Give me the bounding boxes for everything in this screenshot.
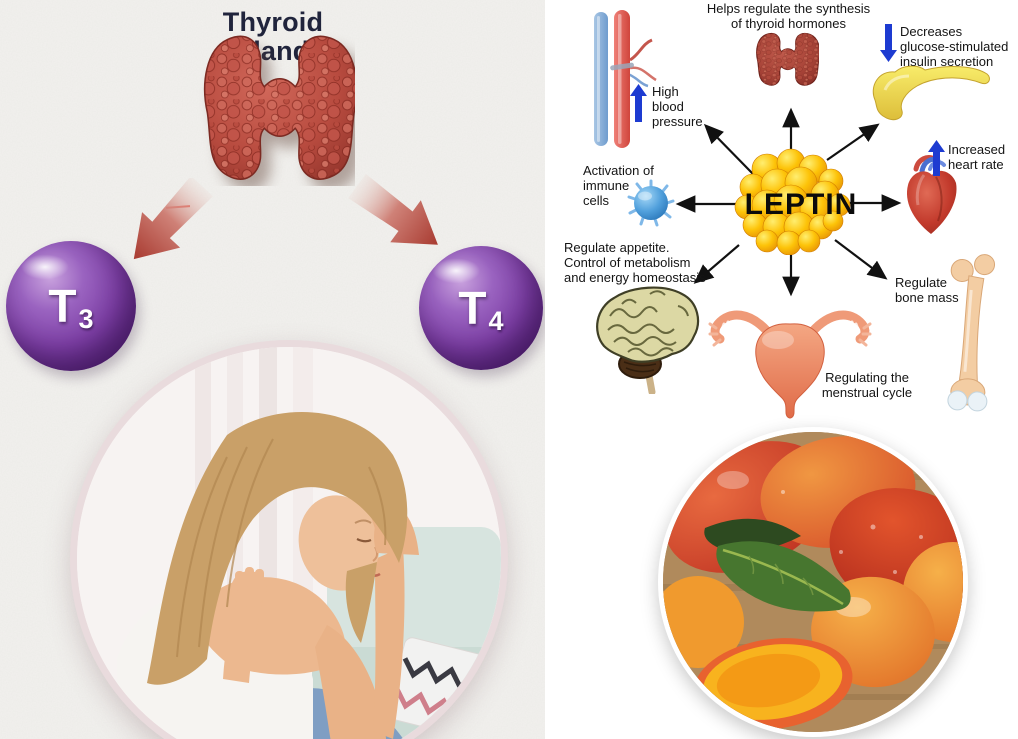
label-brain-effect: Regulate appetite. Control of metabolism… [564,240,706,285]
decrease-arrow-icon [880,24,897,62]
t3-symbol: T [48,280,77,332]
leptin-label: LEPTIN [744,188,858,221]
label-immune-effect: Activation of immune cells [583,163,654,208]
thyroid-small-icon [756,32,819,86]
immune-cell-icon [627,179,675,227]
bone-icon [947,254,996,412]
thyroid-gland-icon [204,35,355,180]
t4-subscript: 4 [488,305,504,336]
mangoes-photo [658,427,968,737]
label-blood-pressure-effect: High blood pressure [652,84,703,129]
mangoes-illustration [663,432,963,732]
label-pancreas-effect: Decreases glucose-stimulated insulin sec… [900,24,1009,69]
label-uterus-effect: Regulating the menstrual cycle [821,370,913,400]
stressed-woman-photo [70,340,508,739]
uterus-icon [708,310,872,419]
blood-vessels-icon [594,10,657,148]
pancreas-icon [872,65,990,121]
thyroid-panel: Thyroid gland [0,0,545,739]
arrow-to-t4 [348,173,438,245]
t3-subscript: 3 [78,303,94,334]
label-bone-effect: Regulate bone mass [895,275,959,305]
label-thyroid-effect: Helps regulate the synthesis of thyroid … [706,1,871,31]
arrow-to-t3 [133,178,213,260]
brain-icon [596,286,700,394]
increase-arrow-icon [630,84,647,122]
increase-arrow-icon [928,140,945,176]
t4-symbol: T [458,282,487,334]
label-heart-effect: Increased heart rate [948,142,1006,172]
leptin-cell-cluster-icon [734,148,851,255]
stressed-woman-illustration [77,347,501,739]
